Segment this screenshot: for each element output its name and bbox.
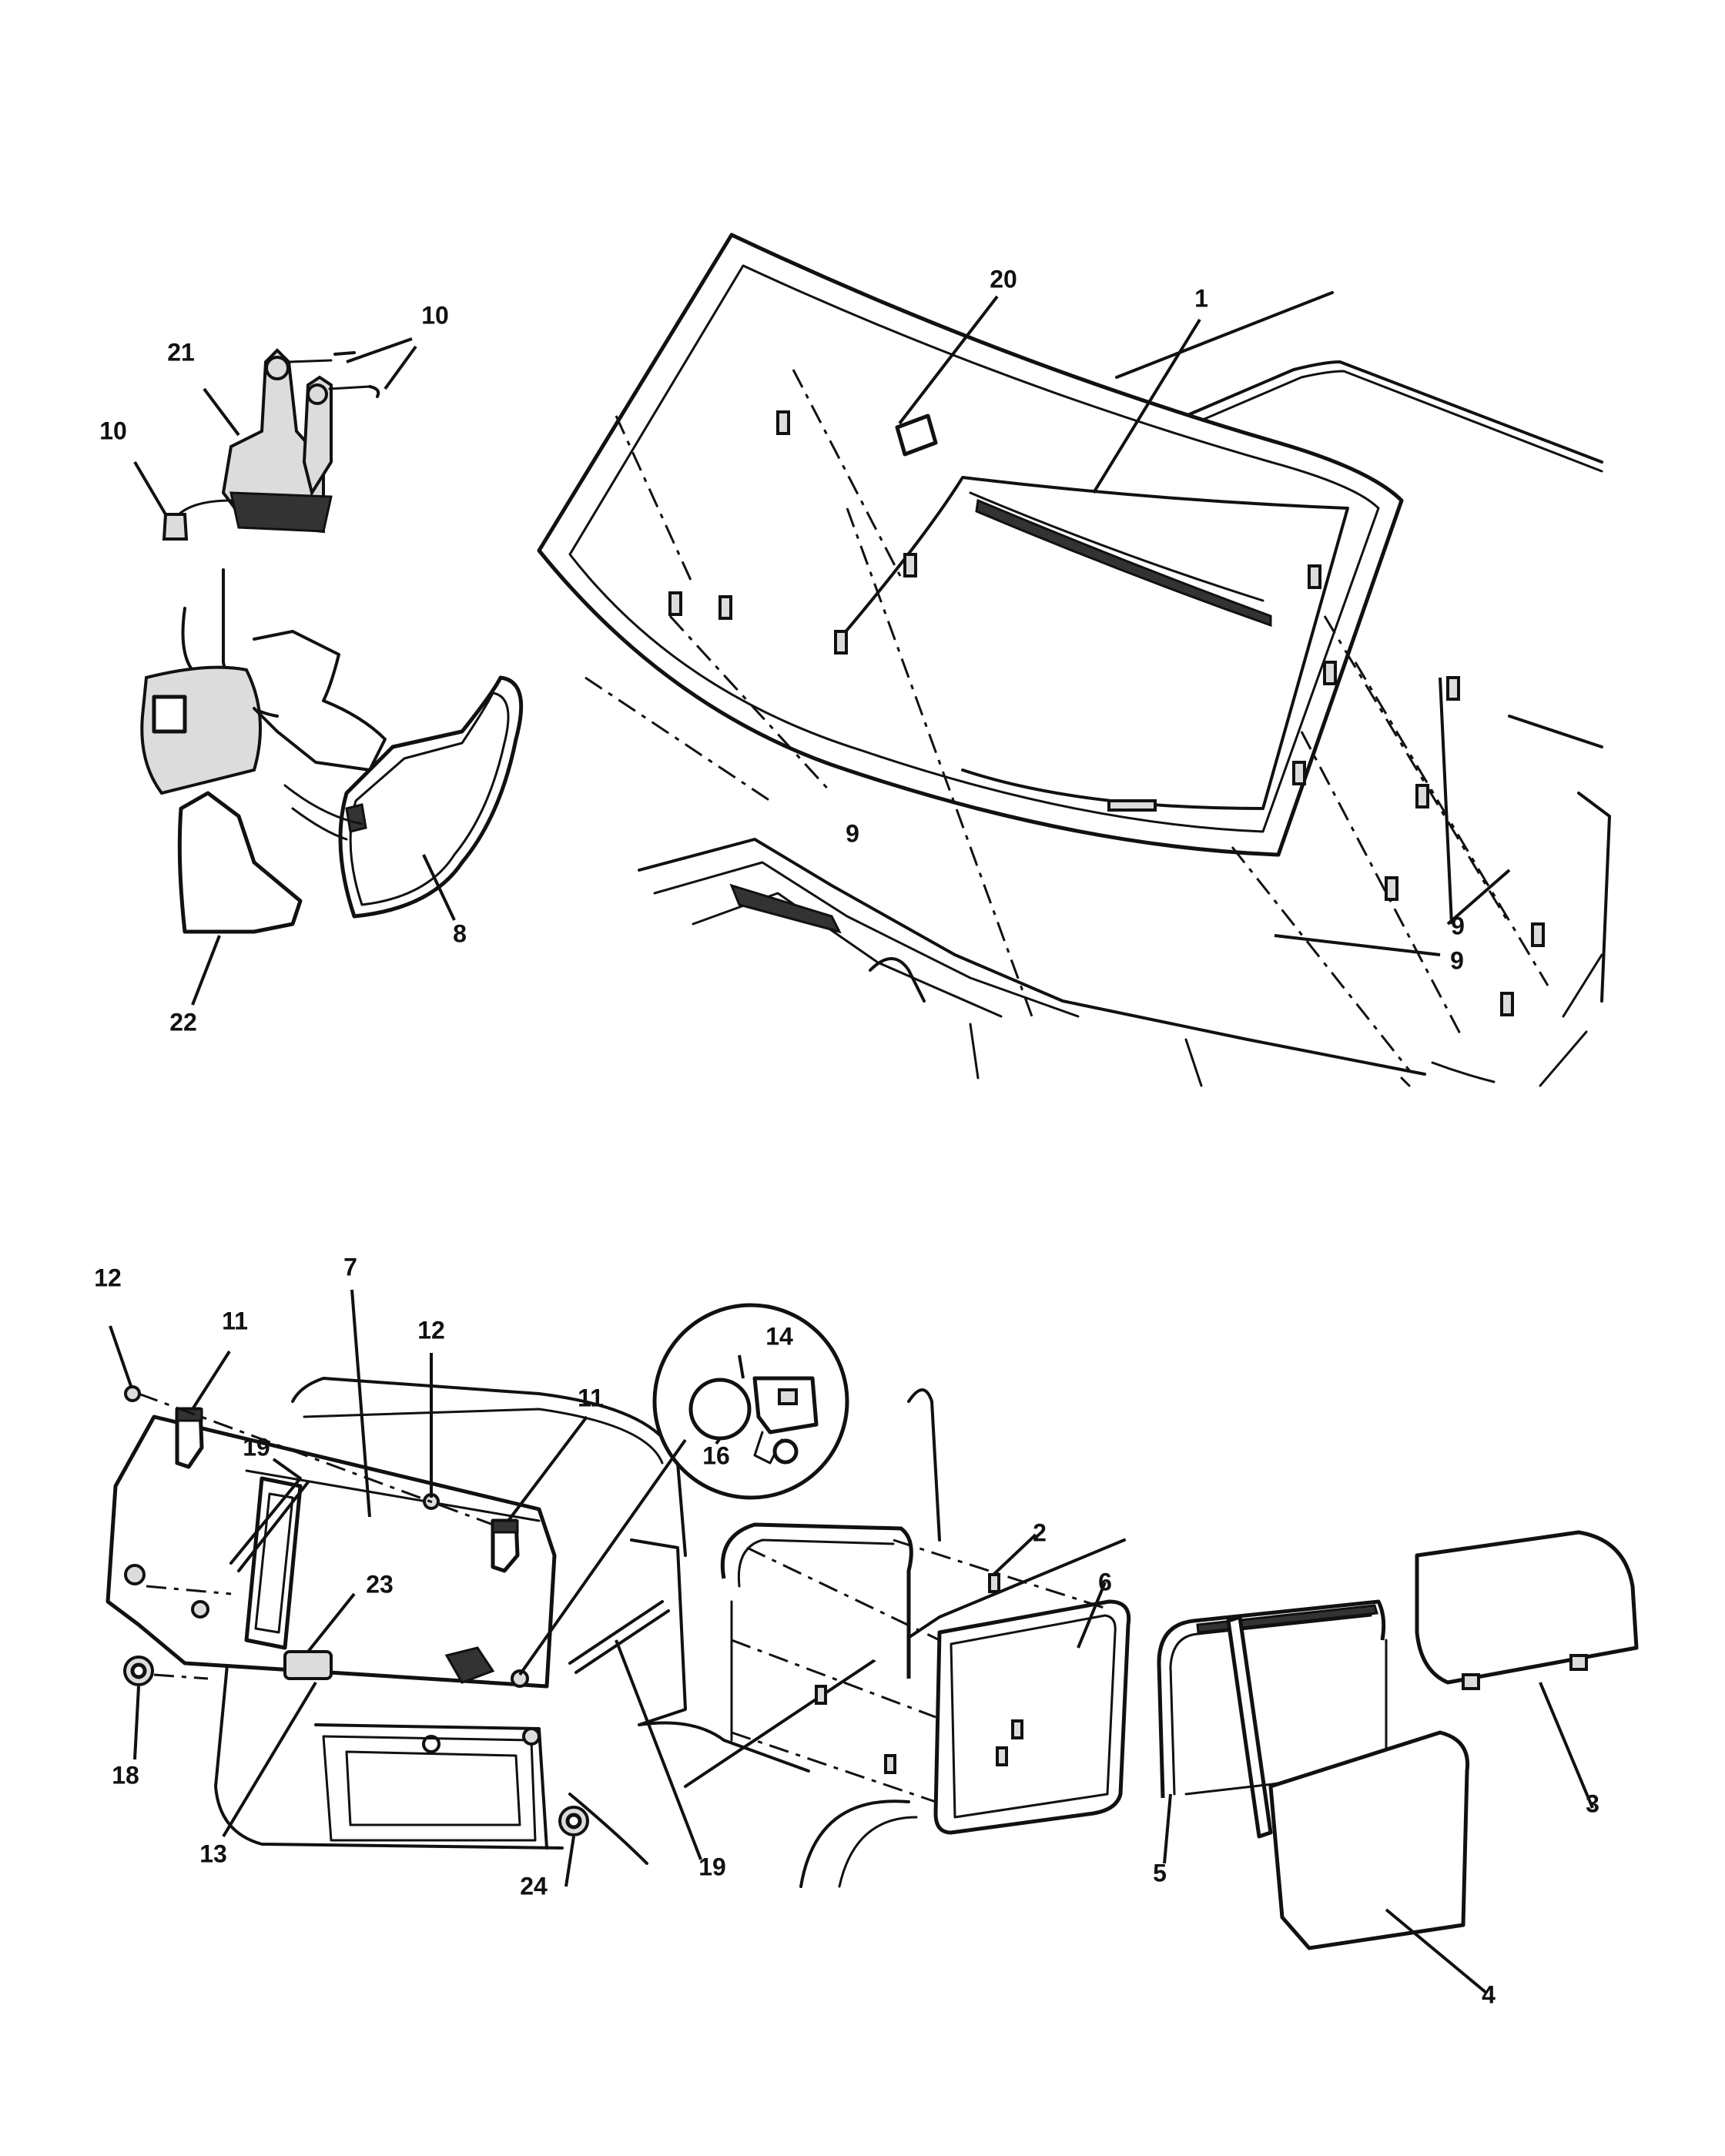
callout-6: 6 [1098,1568,1112,1595]
mirror-assembly [133,337,524,1006]
callout-19: 19 [243,1433,270,1461]
callout-4: 4 [1482,1980,1496,2008]
callout-3: 3 [1586,1789,1599,1817]
callout-1: 1 [1194,284,1208,312]
door-glass-3 [1415,1530,1639,1685]
callout-14: 14 [765,1322,793,1350]
callout-12: 12 [417,1316,445,1344]
windshield-glass-outline [537,233,1404,857]
callout-9: 9 [1450,946,1464,974]
callout-24: 24 [520,1872,548,1900]
callout-8: 8 [453,919,467,947]
callout-10: 10 [421,301,449,329]
door-glass-4 [1268,1730,1470,1950]
callout-5: 5 [1153,1859,1167,1886]
callout-23: 23 [366,1570,394,1598]
callout-13: 13 [199,1840,227,1867]
callout-11: 11 [222,1307,248,1334]
callout-16: 16 [702,1441,730,1469]
callout-10: 10 [99,417,127,444]
rain-sensor-pad [895,413,938,457]
callout-12: 12 [94,1264,122,1291]
callout-18: 18 [112,1761,139,1789]
callout-2: 2 [1033,1518,1047,1546]
callout-22: 22 [169,1008,197,1036]
callout-21: 21 [167,338,195,366]
quarter-glass-assembly [684,1388,1131,1888]
callout-20: 20 [990,265,1017,293]
quarter-glass [933,1599,1131,1835]
callout-19: 19 [698,1853,726,1880]
callout-7: 7 [343,1253,357,1281]
door-glass-assembly [1157,1530,1639,1994]
liftgate-handle [283,1650,333,1680]
callout-9: 9 [1451,912,1465,939]
liftgate-glass [106,1414,557,1689]
callout-9: 9 [846,819,859,847]
windshield-assembly [537,233,1611,1087]
callout-11: 11 [578,1384,604,1411]
glass-clips [668,410,1545,1016]
callout-labels: 20 1 10 21 10 9 9 9 8 22 12 11 7 12 11 1… [94,265,1599,2008]
detail-circle [652,1303,849,1500]
liftgate-assembly [106,1289,849,1887]
